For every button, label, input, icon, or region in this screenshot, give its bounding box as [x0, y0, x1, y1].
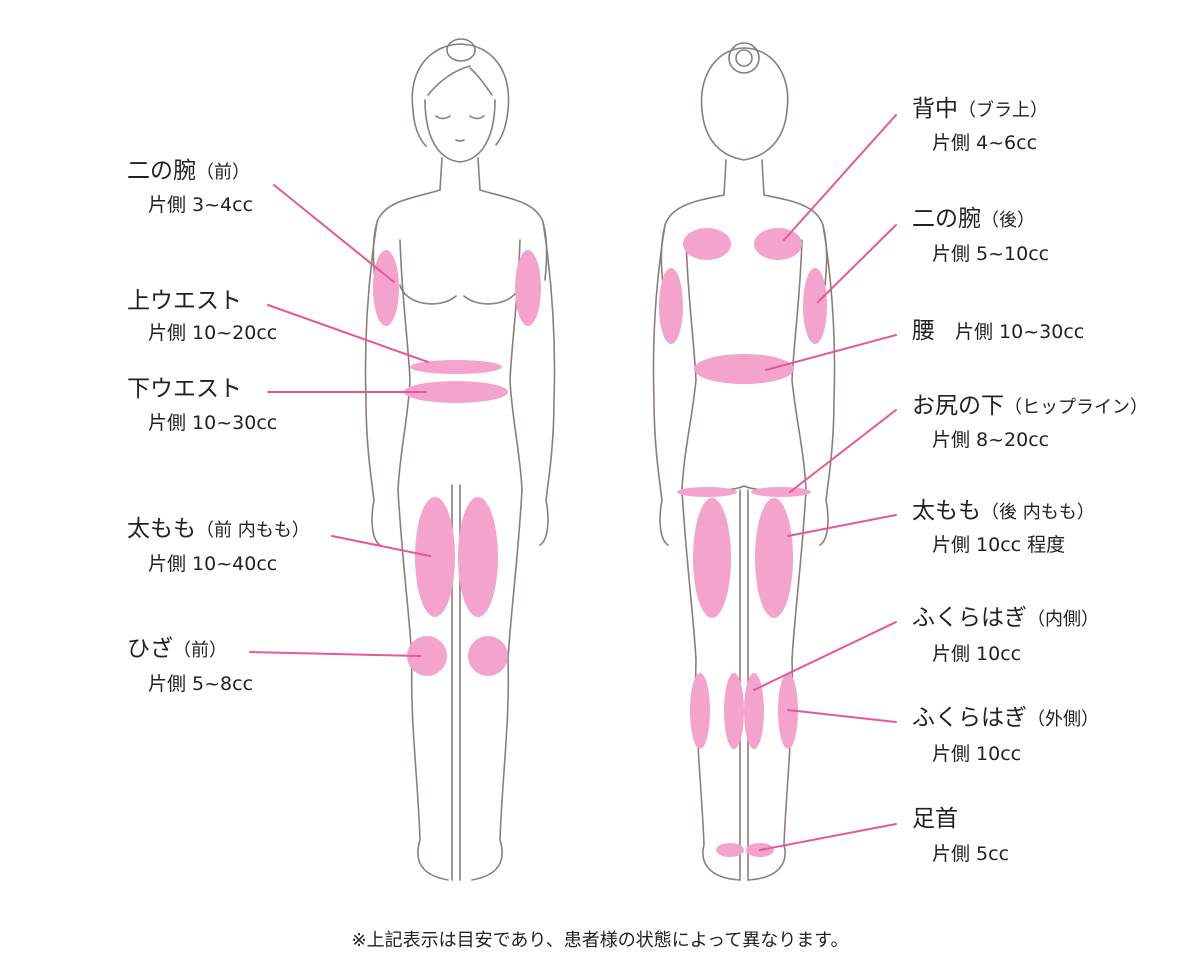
back-calf-inner-left-zone	[724, 673, 744, 749]
label-title: 上ウエスト	[127, 288, 242, 314]
label-back-upper-back-detail: 片側 4~6cc	[932, 132, 1038, 154]
label-back-ankle: 足首	[912, 808, 958, 831]
label-front-upper-arm-detail: 片側 3~4cc	[148, 194, 254, 216]
label-front-lower-waist: 下ウエスト	[127, 378, 242, 401]
label-title: 二の腕	[912, 206, 981, 232]
label-sub: （ヒップライン）	[1004, 397, 1148, 418]
label-title: ひざ	[127, 636, 173, 662]
label-front-upper-arm: 二の腕（前）	[127, 160, 250, 183]
label-front-upper-waist-detail: 片側 10~20cc	[148, 322, 278, 344]
leader-back-calf-outer	[787, 709, 897, 723]
label-sub: （後 内もも）	[981, 502, 1095, 523]
front-figure	[364, 38, 556, 881]
label-front-lower-waist-detail: 片側 10~30cc	[148, 412, 278, 434]
back-figure	[652, 42, 836, 881]
label-title: 太もも	[127, 516, 196, 542]
label-title: 背中	[912, 96, 958, 122]
label-front-thigh: 太もも（前 内もも）	[127, 518, 310, 541]
leader-back-upper-back	[783, 114, 897, 241]
label-back-lower-back: 腰片側 10~30cc	[912, 320, 1084, 343]
back-hipline-left-zone	[677, 487, 737, 497]
front-thigh-left-zone	[415, 497, 455, 617]
label-back-upper-back: 背中（ブラ上）	[912, 98, 1048, 121]
label-back-calf-inner: ふくらはぎ（内側）	[912, 607, 1099, 630]
leader-back-hipline	[789, 409, 897, 493]
back-upper-back-left-zone	[683, 228, 731, 260]
label-back-hipline-detail: 片側 8~20cc	[932, 429, 1050, 451]
label-title: ふくらはぎ	[912, 605, 1027, 631]
label-back-calf-outer: ふくらはぎ（外側）	[912, 707, 1099, 730]
label-front-knee-detail: 片側 5~8cc	[148, 673, 254, 695]
back-thigh-right-zone	[755, 498, 793, 618]
leader-back-calf-inner	[753, 621, 897, 691]
label-back-calf-outer-detail: 片側 10cc	[932, 743, 1022, 765]
label-back-upper-arm-detail: 片側 5~10cc	[932, 243, 1050, 265]
label-sub: （前）	[173, 640, 227, 661]
leader-back-thigh	[787, 514, 897, 537]
label-sub: （前）	[196, 162, 250, 183]
label-title: 腰	[912, 318, 935, 344]
front-upper-waist-zone	[410, 360, 502, 374]
label-back-hipline: お尻の下（ヒップライン）	[912, 395, 1148, 418]
back-ankle-left-zone	[716, 843, 744, 857]
back-upper-arm-right-zone	[803, 268, 827, 344]
leader-front-knee	[249, 651, 421, 657]
label-back-calf-inner-detail: 片側 10cc	[932, 643, 1022, 665]
leader-back-ankle	[759, 823, 897, 851]
front-upper-arm-right-zone	[515, 250, 541, 326]
label-sub: （前 内もも）	[196, 520, 310, 541]
leader-front-upper-arm	[273, 184, 395, 283]
label-sub: （内側）	[1027, 609, 1099, 630]
label-title: 二の腕	[127, 158, 196, 184]
back-upper-arm-left-zone	[659, 268, 683, 344]
label-detail: 片側 10~30cc	[955, 321, 1085, 343]
label-title: 足首	[912, 806, 958, 832]
leader-front-upper-waist	[267, 304, 429, 363]
label-front-upper-waist: 上ウエスト	[127, 290, 242, 313]
back-thigh-left-zone	[693, 498, 731, 618]
label-sub: （ブラ上）	[958, 100, 1048, 121]
front-lower-waist-zone	[404, 381, 508, 403]
label-sub: （後）	[981, 210, 1035, 231]
front-thigh-right-zone	[458, 497, 498, 617]
label-sub: （外側）	[1027, 709, 1099, 730]
footnote: ※上記表示は目安であり、患者様の状態によって異なります。	[351, 930, 849, 951]
label-title: 下ウエスト	[127, 376, 242, 402]
back-calf-inner-right-zone	[744, 673, 764, 749]
label-back-thigh-detail: 片側 10cc 程度	[932, 534, 1066, 556]
front-knee-right-zone	[468, 636, 508, 676]
back-calf-outer-left-zone	[690, 673, 710, 749]
label-title: ふくらはぎ	[912, 705, 1027, 731]
front-knee-left-zone	[407, 636, 447, 676]
front-upper-arm-left-zone	[373, 250, 399, 326]
back-lower-back-zone	[694, 354, 794, 384]
leader-back-lower-back	[765, 334, 897, 371]
label-front-thigh-detail: 片側 10~40cc	[148, 553, 278, 575]
back-upper-back-right-zone	[754, 228, 802, 260]
label-back-upper-arm: 二の腕（後）	[912, 208, 1035, 231]
leader-front-thigh	[331, 535, 431, 557]
label-back-thigh: 太もも（後 内もも）	[912, 500, 1095, 523]
leader-back-upper-arm	[817, 224, 897, 303]
label-front-knee: ひざ（前）	[127, 638, 227, 661]
label-title: お尻の下	[912, 393, 1004, 419]
label-title: 太もも	[912, 498, 981, 524]
label-back-ankle-detail: 片側 5cc	[932, 843, 1010, 865]
back-hipline-right-zone	[751, 487, 811, 497]
